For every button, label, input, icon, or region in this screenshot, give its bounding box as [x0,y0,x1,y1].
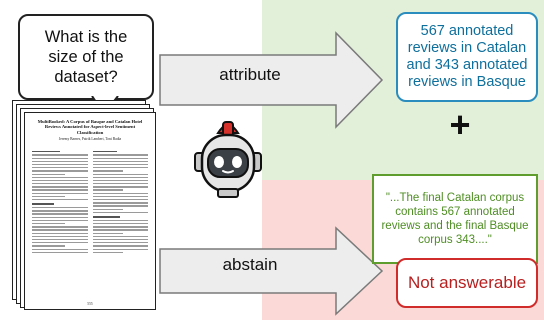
not-answerable-box: Not answerable [396,258,538,308]
paper-text-line [32,226,88,228]
paper-text-line [92,170,124,172]
paper-text-line [92,160,148,163]
paper-text-line [32,232,88,234]
paper-text-line [32,216,88,218]
question-bubble: What is the size of the dataset? [18,14,154,100]
paper-text-line [32,210,88,212]
paper-text-line [92,223,148,225]
paper-text-line [32,245,66,247]
paper-text-column [32,148,88,255]
paper-text-line [32,251,88,254]
paper-text-line [32,157,88,159]
paper-text-line [92,195,148,198]
paper-text-line [92,173,148,175]
paper-text-line [32,195,66,198]
paper-text-line [92,232,124,234]
paper-text-line [92,192,148,194]
paper-text-line [92,216,121,218]
paper-title: MultiBooked: A Corpus of Basque and Cata… [37,119,143,135]
abstain-arrow [159,226,384,316]
paper-text-line [92,157,148,159]
paper-text-line [92,251,124,254]
paper-text-line [32,219,88,222]
paper-text-line [92,211,148,214]
paper-text-column [92,148,148,255]
paper-text-line [32,179,88,182]
paper-text-line [92,186,148,188]
paper-text-line [92,242,148,244]
paper-text-line [92,163,148,166]
paper-text-line [32,248,88,250]
paper-text-line [32,173,66,175]
paper-text-line [92,229,148,231]
paper-text-line [92,167,148,169]
paper-text-line [92,238,148,241]
paper-text-line [92,183,148,185]
paper-text-line [32,199,88,201]
paper-text-line [92,150,118,153]
attribute-label: attribute [219,65,281,84]
paper-text-line [32,238,88,241]
paper-text-line [32,160,88,163]
paper-text-line [32,223,66,225]
paper-text-line [92,248,148,250]
paper-text-line [92,226,148,228]
paper-text-line [92,235,148,238]
paper-text-line [32,229,88,231]
evidence-quote-box: "...The final Catalan corpus contains 56… [372,174,538,264]
paper-text-line [92,199,148,201]
paper-text-line [92,189,124,191]
plus-icon: + [449,104,471,145]
answer-box: 567 annotated reviews in Catalan and 343… [396,12,538,102]
paper-text-line [32,186,88,188]
abstain-label: abstain [222,255,278,274]
paper-text-line [32,203,55,205]
paper-text-line [32,150,60,153]
paper-text-line [32,242,88,244]
paper-authors: Jeremy Barnes, Patrik Lambert, Toni Badi… [58,137,122,142]
paper-text-line [92,219,148,222]
paper-text-line [92,154,148,156]
paper-text-line [32,163,88,166]
paper-text-line [92,202,148,204]
paper-text-line [32,189,88,191]
paper-text-line [32,176,88,179]
paper-text-line [32,213,88,215]
paper-text-line [32,235,88,238]
paper-text-line [32,167,88,169]
paper-text-line [92,245,148,247]
robot-icon [194,121,262,198]
paper-text-line [92,208,124,210]
paper-text-line [92,179,148,182]
paper-text-line [32,183,88,185]
paper-text-line [32,170,88,172]
paper-text-line [92,205,148,207]
paper-stack-icon: MultiBooked: A Corpus of Basque and Cata… [24,112,156,310]
paper-text-line [32,192,88,194]
attribute-arrow [159,31,384,129]
paper-text-line [32,154,88,156]
paper-text-line [32,207,88,209]
paper-text-line [92,176,148,179]
paper-page-number: 555 [87,302,93,306]
